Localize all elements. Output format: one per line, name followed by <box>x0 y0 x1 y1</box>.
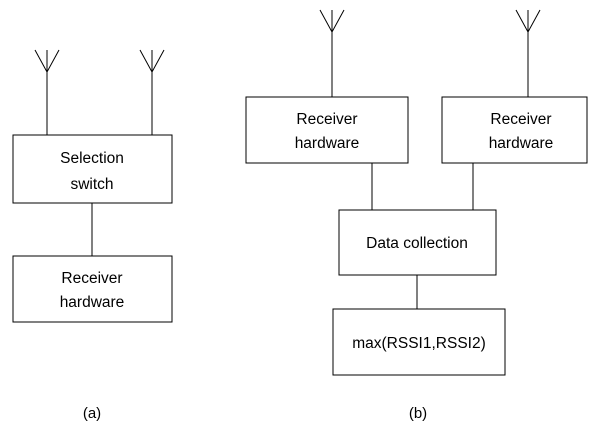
receiver-hardware-right-label-line2: hardware <box>489 135 554 152</box>
receiver-hardware-left-label-line1: Receiver <box>296 111 357 128</box>
panel-a: Selection switch Receiver hardware (a) <box>12 49 173 422</box>
antenna-icon <box>515 9 541 97</box>
caption-a: (a) <box>83 405 101 422</box>
data-collection-label: Data collection <box>366 235 468 252</box>
antenna-icon <box>319 9 345 97</box>
max-rssi-box <box>332 308 506 376</box>
receiver-hardware-left-label-line2: hardware <box>295 135 360 152</box>
data-collection-box <box>338 209 497 276</box>
receiver-hardware-box <box>12 255 173 323</box>
receiver-hardware-right-label-line1: Receiver <box>490 111 551 128</box>
receiver-hardware-label-line2: hardware <box>60 294 125 311</box>
receiver-hardware-right-box <box>441 96 588 164</box>
selection-switch-box <box>12 134 173 204</box>
receiver-hardware-left-box <box>245 96 409 164</box>
panel-b: Receiver hardware Receiver hardware Data… <box>245 9 588 422</box>
receiver-hardware-label-line1: Receiver <box>61 270 122 287</box>
antenna-icon <box>34 49 60 135</box>
selection-switch-label-line1: Selection <box>60 150 124 167</box>
caption-b: (b) <box>409 405 427 422</box>
max-rssi-label: max(RSSI1,RSSI2) <box>352 335 486 352</box>
selection-switch-label-line2: switch <box>70 176 113 193</box>
antenna-icon <box>139 49 165 135</box>
